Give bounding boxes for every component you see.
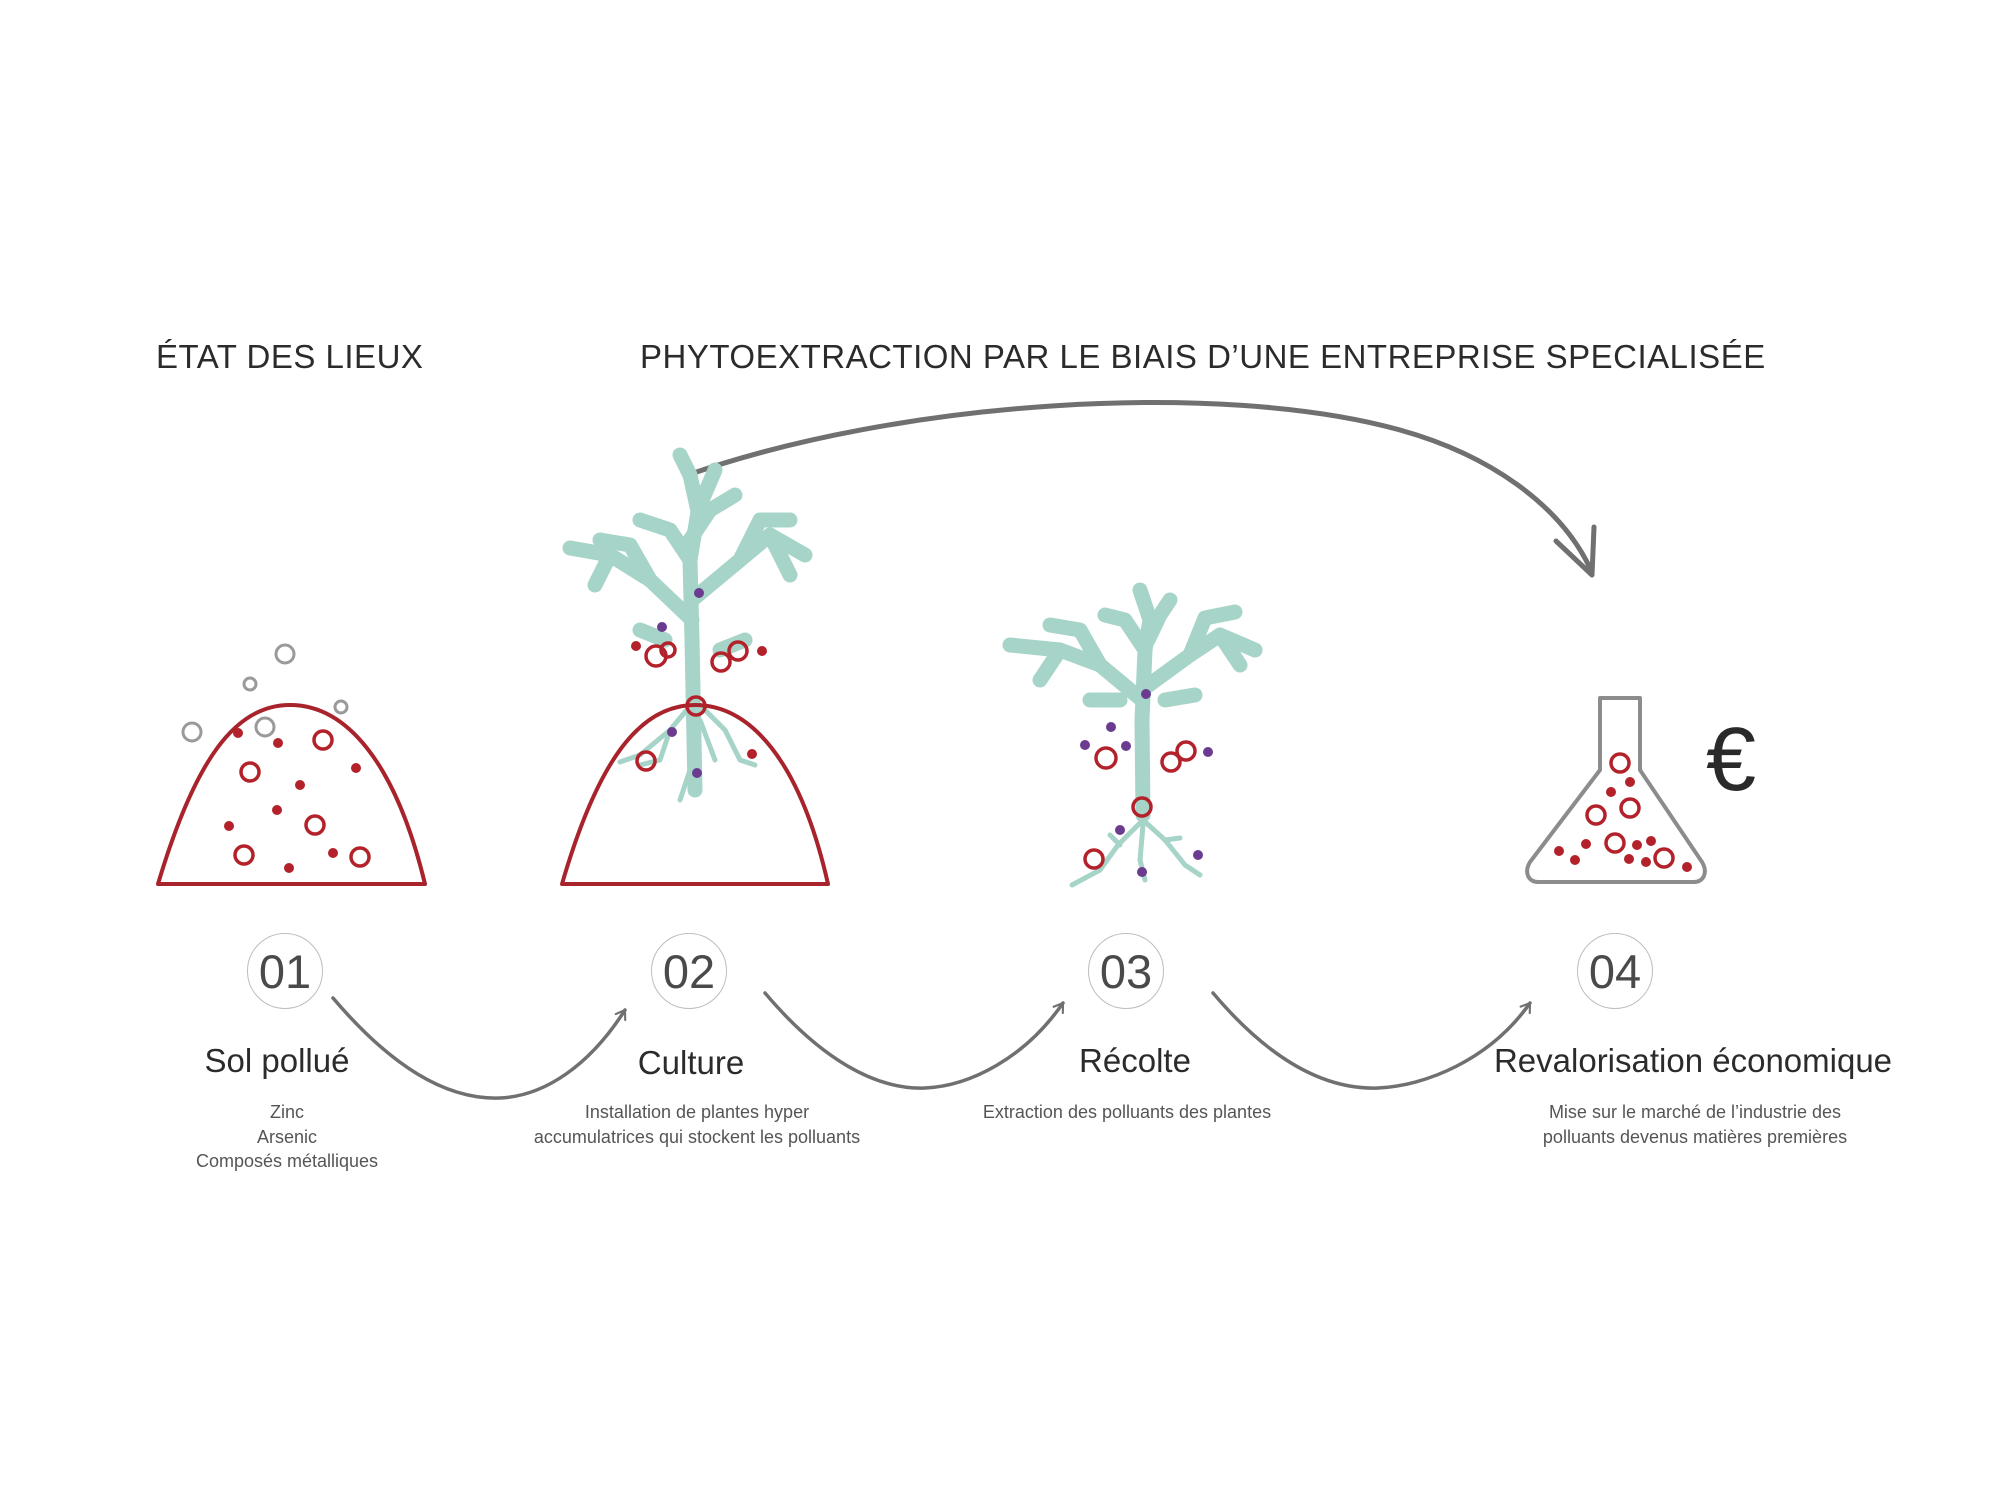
description-line: Zinc (269, 1102, 304, 1122)
section-heading-etat-des-lieux: ÉTAT DES LIEUX (156, 338, 424, 375)
plant-on-soil-icon (560, 447, 830, 886)
description-line: Mise sur le marché de l’industrie des (1548, 1102, 1842, 1122)
flask-euro-icon: € (1525, 696, 1756, 884)
description-line: accumulatrices qui stockent les polluant… (533, 1126, 861, 1147)
harvested-plant-icon (1002, 582, 1263, 888)
step-description: Installation de plantes hyper accumulatr… (447, 1100, 947, 1149)
step-title: Récolte (1079, 1042, 1191, 1079)
step-number-badge: 02 (651, 933, 727, 1009)
step-title: Sol pollué (204, 1042, 350, 1079)
step-description: Mise sur le marché de l’industrie des po… (1445, 1100, 1945, 1149)
step-description: Zinc Arsenic Composés métalliques (37, 1100, 537, 1174)
small-arrow-icon (1211, 991, 1532, 1090)
euro-symbol: € (1706, 710, 1756, 810)
description-line: Extraction des polluants des plantes (982, 1102, 1272, 1122)
polluted-soil-mound-icon (156, 643, 427, 886)
step-number-badge: 03 (1088, 933, 1164, 1009)
step-title: Culture (637, 1044, 745, 1081)
step-number-badge: 01 (247, 933, 323, 1009)
section-heading-phytoextraction: PHYTOEXTRACTION PAR LE BIAIS D’UNE ENTRE… (640, 338, 1766, 375)
description-line: polluants devenus matières premières (1542, 1126, 1848, 1147)
small-arrow-icon (331, 996, 627, 1100)
step-description: Extraction des polluants des plantes (877, 1100, 1377, 1125)
big-curved-arrow-icon (682, 400, 1597, 578)
step-number-badge: 04 (1577, 933, 1653, 1009)
small-arrow-icon (763, 991, 1065, 1090)
description-line: Arsenic (256, 1126, 318, 1147)
step-title: Revalorisation économique (1493, 1042, 1893, 1079)
description-line: Composés métalliques (195, 1151, 379, 1171)
description-line: Installation de plantes hyper (584, 1102, 810, 1122)
